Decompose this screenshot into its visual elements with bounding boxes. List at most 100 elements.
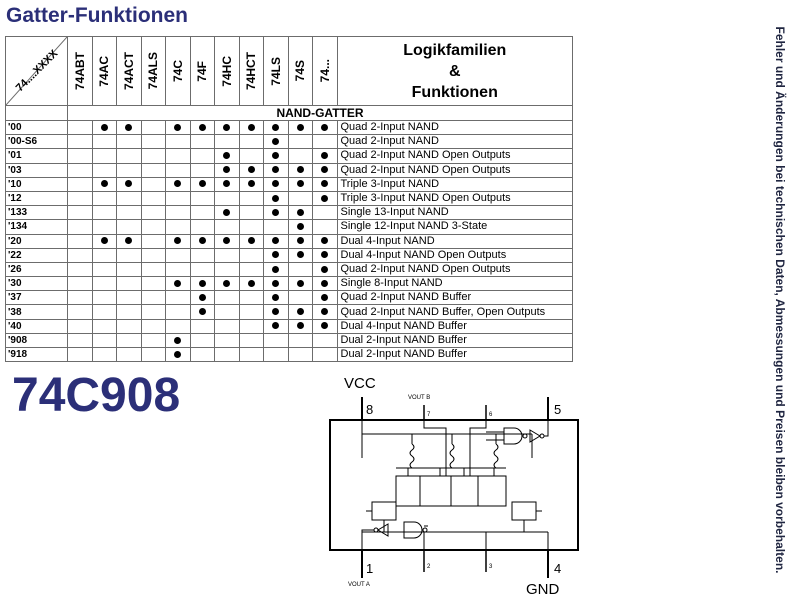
availability-cell [312, 134, 338, 150]
type-code: '03 [5, 162, 68, 178]
availability-dot [125, 180, 133, 188]
availability-cell [140, 304, 166, 320]
function-description: Dual 2-Input NAND Buffer [336, 346, 573, 363]
availability-dot [272, 180, 280, 188]
availability-cell [287, 276, 313, 292]
availability-cell [67, 205, 93, 221]
availability-dot [247, 279, 255, 287]
availability-cell [140, 176, 166, 192]
availability-cell [287, 176, 313, 192]
availability-cell [287, 162, 313, 178]
availability-cell [214, 276, 240, 292]
availability-cell [189, 261, 215, 278]
family-header-1: 74AC [91, 36, 117, 106]
availability-cell [263, 261, 289, 278]
vout-b-label: VOUT B [408, 395, 430, 401]
availability-dot [223, 237, 231, 245]
availability-cell [116, 190, 142, 207]
availability-cell [67, 190, 93, 207]
section-spacer-cell [5, 105, 68, 121]
availability-cell [140, 233, 166, 249]
availability-dot [247, 123, 255, 131]
availability-cell [312, 346, 338, 363]
section-title: NAND-GATTER [67, 105, 573, 121]
section-row: NAND-GATTER [5, 105, 573, 121]
ic-package-outline [329, 419, 579, 551]
availability-dot [272, 237, 280, 245]
availability-cell [165, 219, 191, 235]
availability-cell [165, 261, 191, 278]
function-description: Dual 4-Input NAND Buffer [336, 318, 573, 334]
availability-cell [214, 176, 240, 192]
availability-cell [116, 346, 142, 363]
availability-dot [198, 308, 206, 316]
ic-schematic: VCC GND VOUT B VOUT A 8 7 6 5 1 2 3 4 [329, 375, 579, 598]
availability-cell [189, 119, 215, 136]
availability-dot [272, 293, 280, 301]
availability-dot [296, 123, 304, 131]
availability-cell [91, 247, 117, 263]
availability-cell [263, 219, 289, 235]
page-title: Gatter-Funktionen [6, 4, 188, 27]
availability-cell [312, 176, 338, 192]
availability-dot [174, 237, 182, 245]
availability-cell [189, 190, 215, 207]
availability-cell [312, 318, 338, 334]
availability-cell [67, 261, 93, 278]
availability-cell [91, 176, 117, 192]
availability-cell [287, 290, 313, 306]
availability-cell [189, 247, 215, 263]
availability-cell [214, 119, 240, 136]
availability-cell [140, 290, 166, 306]
availability-dot [223, 123, 231, 131]
family-label: 74ABT [72, 51, 87, 90]
availability-cell [140, 261, 166, 278]
family-label: 74S [293, 60, 308, 82]
availability-cell [312, 247, 338, 263]
availability-cell [238, 148, 264, 164]
availability-cell [287, 190, 313, 207]
availability-cell [189, 148, 215, 164]
availability-cell [140, 276, 166, 292]
availability-cell [116, 261, 142, 278]
availability-dot [198, 180, 206, 188]
availability-cell [67, 162, 93, 178]
type-code: '01 [5, 148, 68, 164]
availability-cell [238, 176, 264, 192]
family-header-9: 74S [287, 36, 313, 106]
availability-cell [165, 318, 191, 334]
availability-cell [67, 318, 93, 334]
availability-cell [238, 190, 264, 207]
corner-diagonal-line [6, 37, 67, 105]
availability-dot [321, 123, 329, 131]
availability-dot [296, 237, 304, 245]
availability-dot [321, 180, 329, 188]
function-description: Single 13-Input NAND [336, 205, 573, 221]
pin-2-number: 2 [427, 564, 431, 570]
availability-cell [312, 148, 338, 164]
pin-1-number: 1 [366, 561, 373, 576]
function-description: Dual 4-Input NAND Open Outputs [336, 247, 573, 263]
availability-cell [312, 290, 338, 306]
availability-cell [263, 176, 289, 192]
availability-cell [263, 148, 289, 164]
availability-dot [174, 180, 182, 188]
type-code: '22 [5, 247, 68, 263]
availability-cell [238, 205, 264, 221]
availability-dot [247, 180, 255, 188]
family-label: 74LS [268, 56, 283, 86]
availability-dot [174, 336, 182, 344]
availability-dot [198, 237, 206, 245]
availability-dot [321, 152, 329, 160]
side-note: Fehler und Änderungen bei technischen Da… [773, 26, 787, 574]
availability-dot [296, 308, 304, 316]
availability-cell [238, 134, 264, 150]
family-header-6: 74HC [214, 36, 240, 106]
function-description: Quad 2-Input NAND Open Outputs [336, 162, 573, 178]
